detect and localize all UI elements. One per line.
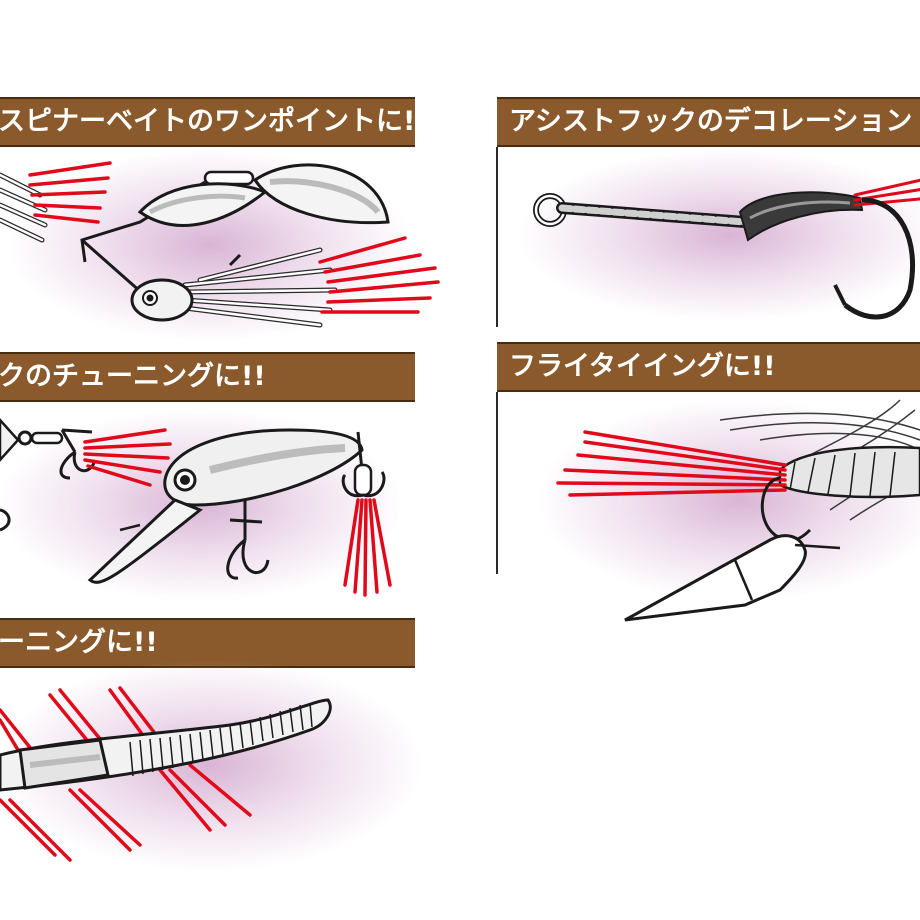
banner-assist-hook: アシストフックのデコレーション — [497, 97, 920, 147]
crankbait-lip — [87, 498, 203, 584]
banner-spinnerbait-text: スピナーベイトのワンポイントに!! — [0, 106, 415, 137]
worm-ribs — [129, 702, 313, 777]
spinnerbait-skirt — [182, 236, 440, 328]
banner-worm-tuning-text: ーニングに!! — [0, 627, 158, 658]
banner-fly-tying-text: フライタイイングに!! — [509, 351, 776, 382]
braided-line — [556, 202, 751, 228]
shrink-tube — [738, 191, 864, 242]
banner-hook-tuning-text: クのチューニングに!! — [0, 361, 266, 392]
worm-red-fibers — [0, 686, 252, 862]
assist-hook — [843, 197, 916, 320]
glow-assist — [520, 150, 920, 320]
vise-jaws — [624, 534, 807, 622]
frame-line-fly — [496, 392, 498, 574]
frame-line-assist — [496, 147, 498, 327]
spinnerbait-head — [130, 278, 194, 322]
fly-hook — [760, 476, 812, 542]
banner-fly-tying: フライタイイングに!! — [497, 342, 920, 392]
small-treble-hook — [59, 428, 97, 480]
belly-treble-hook — [226, 500, 270, 580]
banner-hook-tuning: クのチューニングに!! — [0, 352, 415, 402]
skirt-fragment-left — [0, 161, 112, 243]
tail-treble-hook — [341, 471, 386, 498]
hook-red-fibers-top — [83, 428, 172, 487]
banner-assist-hook-text: アシストフックのデコレーション — [509, 106, 913, 137]
fly-red-tail — [556, 430, 787, 497]
hook-red-fibers-tail — [343, 498, 392, 597]
banner-spinnerbait: スピナーベイトのワンポイントに!! — [0, 97, 415, 147]
